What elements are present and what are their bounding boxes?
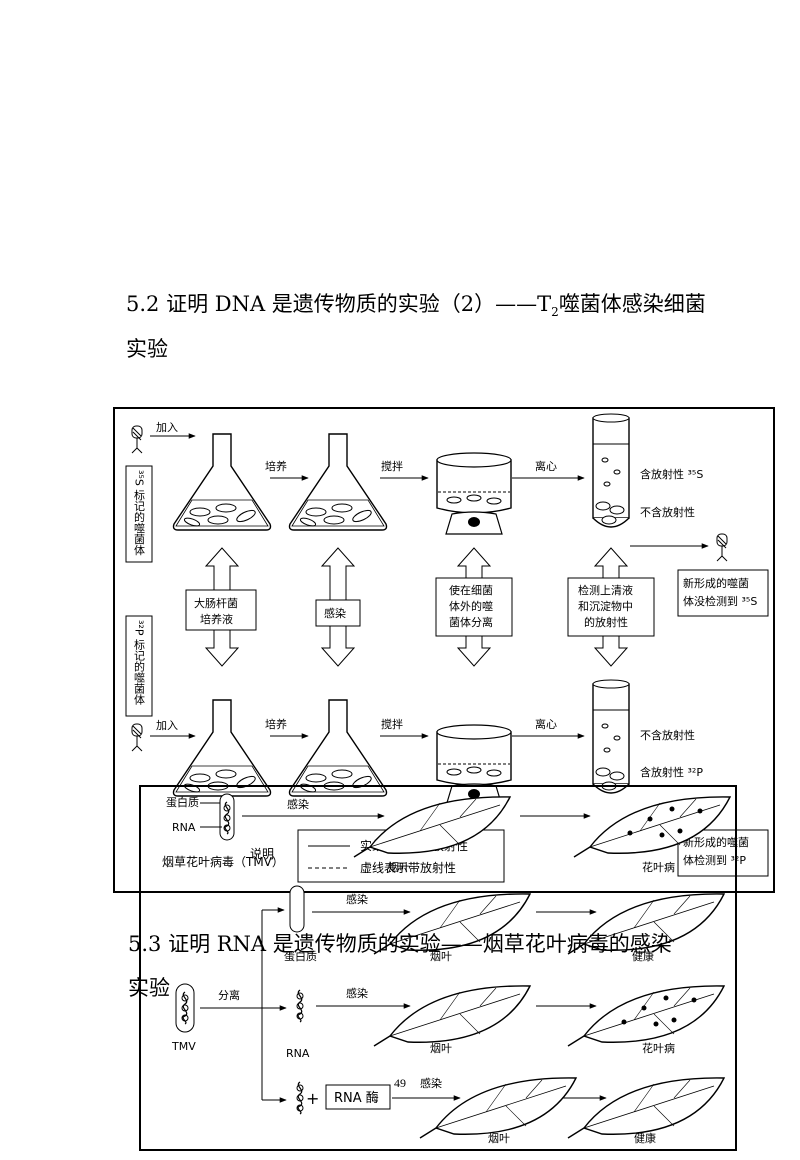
protein-coat-icon — [289, 885, 305, 933]
blender-bottom — [436, 724, 512, 807]
infect-label: 感染 — [324, 606, 346, 620]
detect-box — [567, 577, 655, 637]
legend-title: 说明 — [250, 846, 274, 861]
result-top-label: 花叶病 — [642, 860, 675, 874]
blender-top — [436, 452, 512, 535]
new-phage-s-box — [677, 569, 769, 617]
rna-icon — [296, 989, 304, 1023]
ecoli-line2: 培养液 — [200, 612, 233, 626]
section-5-3-title-line2: 实验 — [128, 976, 170, 1000]
section-5-3-title: 5.3 证明 RNA 是遗传物质的实验——烟草花叶病毒的感染 — [128, 932, 672, 956]
tmv-intact-icon — [219, 793, 235, 841]
rna-label-top: RNA — [172, 821, 196, 834]
flask-bottom-2 — [288, 699, 388, 797]
tmv-icon — [175, 983, 195, 1033]
top-not-radioactive-label: 不含放射性 — [640, 505, 695, 519]
new-phage-s-line2: 体没检测到 ³⁵S — [683, 594, 757, 608]
legend-dashed: 虚线表示带放射性 — [360, 860, 456, 875]
rna-icon-2 — [296, 1081, 304, 1115]
tmv-label: TMV — [171, 1040, 196, 1053]
tube-top — [592, 413, 630, 528]
page-number: 49 — [394, 1076, 406, 1090]
new-phage-p-box — [677, 829, 769, 877]
new-phage-p-line1: 新形成的噬菌 — [683, 835, 749, 849]
stir-label-top: 搅拌 — [381, 459, 403, 473]
section-5-2-title-line2: 实验 — [126, 337, 168, 361]
healthy-rnase-label: 健康 — [634, 1131, 656, 1145]
detect-line1: 检测上清液 — [578, 583, 633, 597]
s35-label: ³⁵S 标记的噬菌体 — [133, 470, 146, 555]
leaf-protein-label: 烟叶 — [430, 949, 452, 963]
new-phage-icon-top — [716, 533, 728, 562]
leaf-rna — [373, 985, 531, 1047]
add-label-bottom: 加入 — [156, 719, 178, 732]
centrifuge-label-top: 离心 — [535, 459, 557, 473]
leaf-rna-label: 烟叶 — [430, 1041, 452, 1055]
detect-line2: 和沉淀物中 — [578, 599, 633, 613]
s35-label-box — [125, 465, 153, 563]
p32-label-box — [125, 615, 153, 717]
new-phage-s-line1: 新形成的噬菌 — [683, 576, 749, 590]
tube-bottom — [592, 679, 630, 794]
infect-label-tmv-top: 感染 — [287, 797, 309, 811]
separate-box — [435, 577, 513, 637]
detect-line3: 的放射性 — [584, 615, 628, 629]
rnase-label: RNA 酶 — [334, 1090, 379, 1106]
leaf-diseased-rna — [567, 985, 725, 1047]
result-rna-label: 花叶病 — [642, 1041, 675, 1055]
culture-label-top: 培养 — [265, 459, 287, 473]
ecoli-line1: 大肠杆菌 — [194, 596, 238, 610]
bottom-not-radioactive-label: 不含放射性 — [640, 728, 695, 742]
leaf-healthy-rnase — [567, 1077, 725, 1139]
separate-line1: 使在细菌 — [449, 584, 493, 597]
flask-top-1 — [172, 433, 272, 531]
stir-label-bottom: 搅拌 — [381, 717, 403, 731]
infect-label-rnase: 感染 — [420, 1076, 442, 1090]
tmv-name: 烟草花叶病毒（TMV） — [162, 854, 284, 869]
healthy-protein-label: 健康 — [632, 949, 654, 963]
top-radioactive-label: 含放射性 ³⁵S — [640, 467, 703, 481]
ecoli-box — [185, 589, 257, 631]
infect-box — [315, 599, 361, 627]
centrifuge-label-bottom: 离心 — [535, 717, 557, 731]
rnase-box — [325, 1084, 391, 1110]
separate-line3: 菌体分离 — [449, 615, 493, 629]
tmv-figure-frame — [139, 785, 737, 1151]
leaf-rnase-label: 烟叶 — [488, 1131, 510, 1145]
separate-label: 分离 — [218, 988, 240, 1002]
flask-top-2 — [288, 433, 388, 531]
leaf-rnase — [419, 1077, 577, 1139]
infect-label-rna: 感染 — [346, 986, 368, 1000]
infect-label-protein: 感染 — [346, 892, 368, 906]
phage-s35-icon — [131, 425, 143, 454]
leaf-top-label: 烟叶 — [388, 860, 410, 874]
plus-sign: + — [306, 1089, 319, 1108]
new-phage-p-line2: 体检测到 ³²P — [683, 853, 746, 867]
culture-label-bottom: 培养 — [265, 717, 287, 731]
bottom-radioactive-label: 含放射性 ³²P — [640, 765, 703, 779]
flask-bottom-1 — [172, 699, 272, 797]
phage-figure-frame — [113, 407, 775, 893]
separate-line2: 体外的噬 — [449, 599, 493, 613]
add-label-top: 加入 — [156, 421, 178, 434]
p32-label: ³²P 标记的噬菌体 — [133, 620, 146, 705]
rna-branch-label: RNA — [286, 1047, 310, 1060]
protein-label: 蛋白质 — [284, 949, 317, 963]
phage-p32-icon — [131, 723, 143, 752]
section-5-2-title: 5.2 证明 DNA 是遗传物质的实验（2）——T2噬菌体感染细菌 — [126, 292, 706, 320]
protein-coat-label: 蛋白质 — [166, 795, 199, 809]
